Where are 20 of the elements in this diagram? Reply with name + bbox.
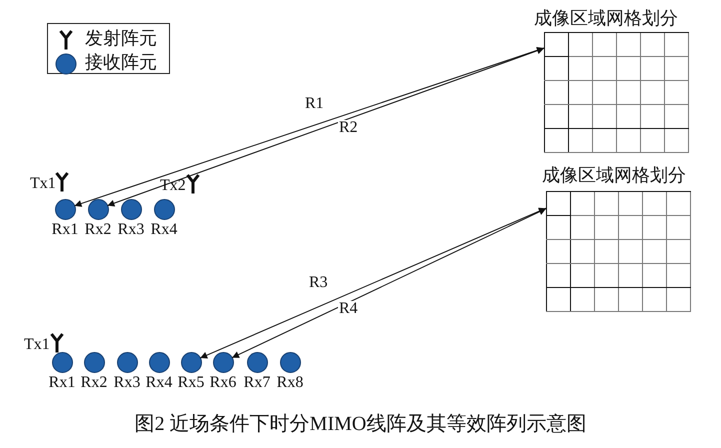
receiver-label: Rx2 [84, 222, 112, 238]
receiver-label: Rx7 [242, 375, 272, 391]
grid-heading: 成像区域网格划分 [534, 9, 678, 27]
receiver-label: Rx5 [176, 375, 206, 391]
receiver-label: Rx4 [150, 222, 178, 238]
receiver-label: Rx1 [48, 375, 76, 391]
receiver-label: Rx3 [112, 375, 142, 391]
receiver-label: Rx4 [144, 375, 174, 391]
legend-text: 接收阵元 [85, 53, 157, 71]
legend-text: 发射阵元 [85, 29, 157, 47]
figure-caption: 图2 近场条件下时分MIMO线阵及其等效阵列示意图 [134, 414, 588, 434]
receiver-label: Rx3 [116, 222, 146, 238]
receiver-label: Rx2 [80, 375, 108, 391]
transmitter-label: Tx1 [30, 176, 56, 192]
grid-heading: 成像区域网格划分 [542, 166, 686, 184]
receiver-label: Rx1 [50, 222, 80, 238]
receiver-label: Rx6 [208, 375, 238, 391]
transmitter-label: Tx2 [160, 178, 186, 194]
receiver-label: Rx8 [276, 375, 304, 391]
transmitter-label: Tx1 [24, 337, 50, 353]
